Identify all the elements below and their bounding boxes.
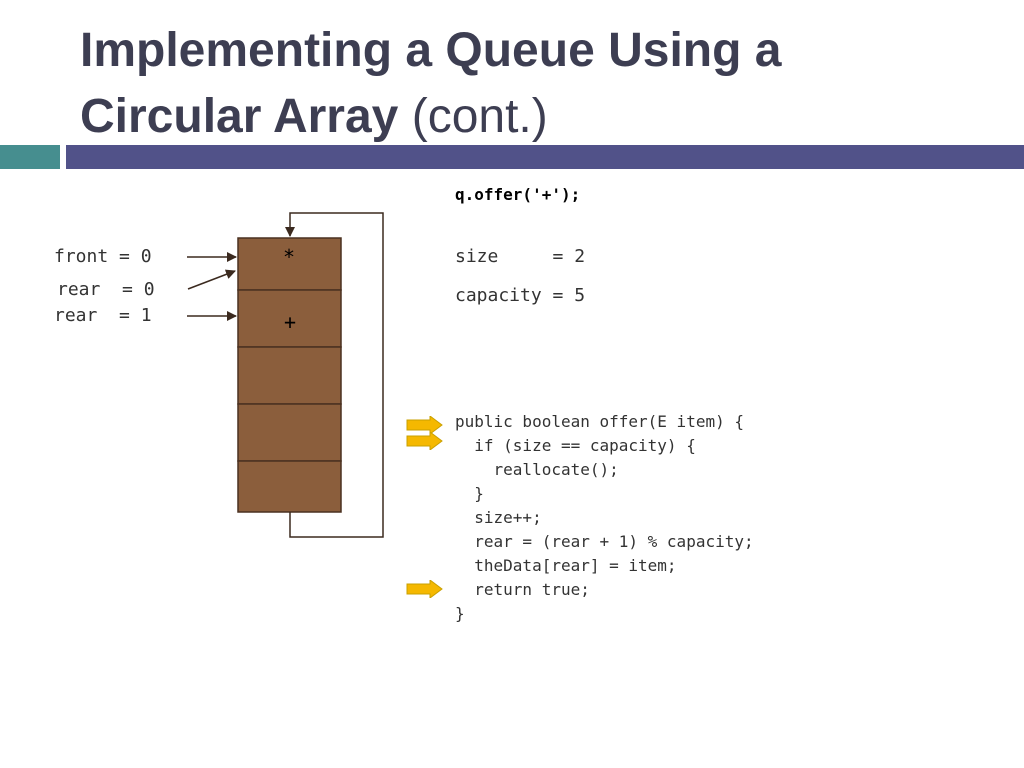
code-line: } [455, 604, 465, 623]
code-line: theData[rear] = item; [455, 556, 677, 575]
title-line-2: Circular Array (cont.) [80, 84, 781, 150]
rear-old-pointer-label: rear = 0 [57, 279, 155, 300]
array-cell-1-value: + [284, 310, 296, 334]
code-line: size++; [455, 508, 542, 527]
code-line: public boolean offer(E item) { [455, 412, 744, 431]
array-cell-0-value: * [283, 245, 295, 269]
array-cell-4 [237, 460, 342, 513]
accent-bar-teal [0, 145, 60, 169]
accent-bar-navy [66, 145, 1024, 169]
array-cell-1 [237, 289, 342, 348]
code-line: reallocate(); [455, 460, 619, 479]
slide-title: Implementing a Queue Using a Circular Ar… [80, 18, 781, 150]
rear-new-pointer-label: rear = 1 [54, 305, 152, 326]
rear-old-pointer-arrow [187, 269, 236, 290]
highlight-arrow-icon [406, 580, 443, 598]
array-cell-0 [237, 237, 342, 291]
highlight-arrow-icon [406, 416, 443, 434]
array-cell-3 [237, 403, 342, 462]
code-line: } [455, 484, 484, 503]
title-line-1: Implementing a Queue Using a [80, 24, 782, 77]
highlight-arrow-icon [406, 432, 443, 450]
size-readout: size = 2 [455, 246, 586, 267]
circular-array: * + [237, 237, 342, 513]
array-cell-2 [237, 346, 342, 405]
code-line: rear = (rear + 1) % capacity; [455, 532, 754, 551]
front-pointer-label: front = 0 [54, 246, 152, 267]
capacity-readout: capacity = 5 [455, 285, 586, 306]
method-call: q.offer('+'); [455, 185, 581, 204]
title-bold-part: Circular Array [80, 90, 399, 143]
offer-method-code: public boolean offer(E item) { if (size … [455, 410, 754, 626]
title-normal-part: (cont.) [398, 90, 548, 143]
wraparound-connector [285, 212, 384, 538]
code-line: return true; [455, 580, 590, 599]
code-line: if (size == capacity) { [455, 436, 696, 455]
